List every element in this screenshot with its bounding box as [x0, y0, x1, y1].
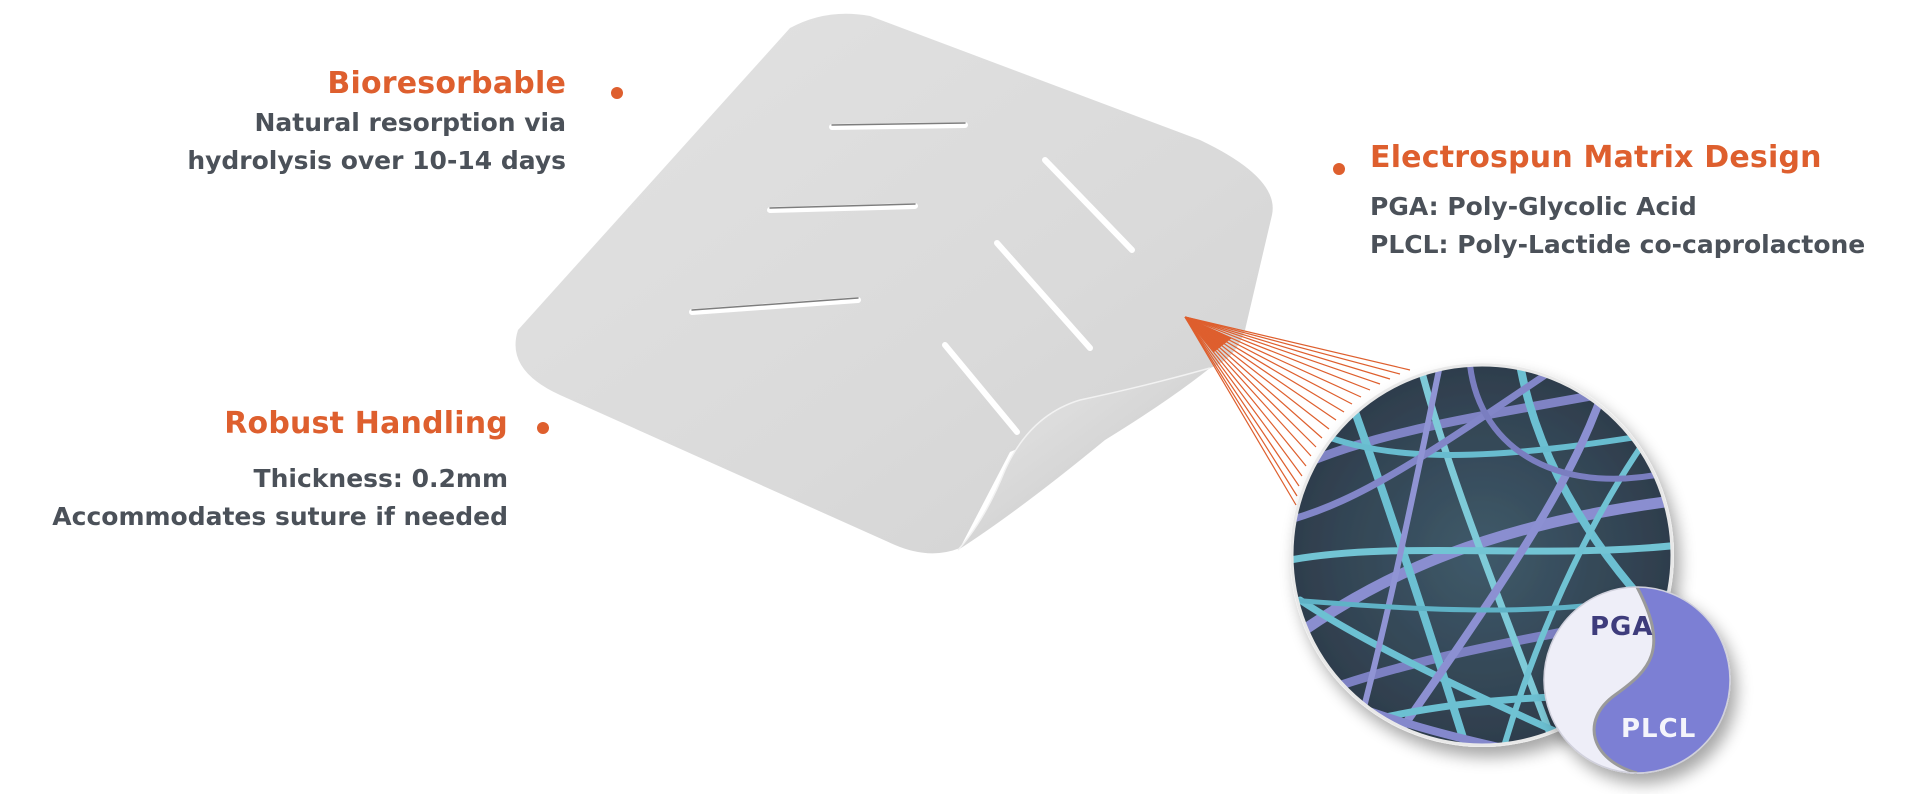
badge-label-plcl: PLCL: [1621, 714, 1697, 744]
feature-title: Bioresorbable: [327, 66, 566, 101]
patch-slits: [689, 122, 1135, 435]
feature-title: Electrospun Matrix Design: [1370, 140, 1822, 175]
leader-line-bioresorbable: [611, 87, 773, 99]
leader-dot-icon: [611, 87, 623, 99]
magnification-rays: [1184, 316, 1411, 506]
description-line: hydrolysis over 10-14 days: [187, 146, 566, 175]
badge-label-pga: PGA: [1590, 612, 1654, 642]
feature-description: Thickness: 0.2mm Accommodates suture if …: [52, 460, 508, 536]
description-line: PGA: Poly-Glycolic Acid: [1370, 192, 1697, 221]
leader-dot-icon: [537, 422, 549, 434]
leader-dot-icon: [1333, 163, 1345, 175]
feature-bioresorbable: Bioresorbable Natural resorption via hyd…: [187, 66, 566, 180]
feature-robust-handling: Robust Handling Thickness: 0.2mm Accommo…: [52, 406, 508, 536]
feature-description: PGA: Poly-Glycolic Acid PLCL: Poly-Lacti…: [1370, 188, 1865, 264]
leader-line-robust-handling: [537, 422, 700, 434]
feature-title: Robust Handling: [224, 406, 508, 441]
description-line: PLCL: Poly-Lactide co-caprolactone: [1370, 230, 1866, 259]
mesh-patch-illustration: [515, 13, 1273, 554]
yin-yang-polymer-badge: [1543, 586, 1731, 775]
description-line: Natural resorption via: [254, 108, 566, 137]
patch-surface: [515, 13, 1273, 554]
leader-line-matrix-design: [1183, 163, 1345, 175]
feature-description: Natural resorption via hydrolysis over 1…: [187, 104, 566, 180]
fiber-magnification-circle: [1290, 363, 1674, 747]
feature-matrix-design: Electrospun Matrix Design PGA: Poly-Glyc…: [1370, 140, 1865, 264]
description-line: Accommodates suture if needed: [52, 502, 508, 531]
patch-fold: [958, 368, 1210, 550]
description-line: Thickness: 0.2mm: [253, 464, 508, 493]
